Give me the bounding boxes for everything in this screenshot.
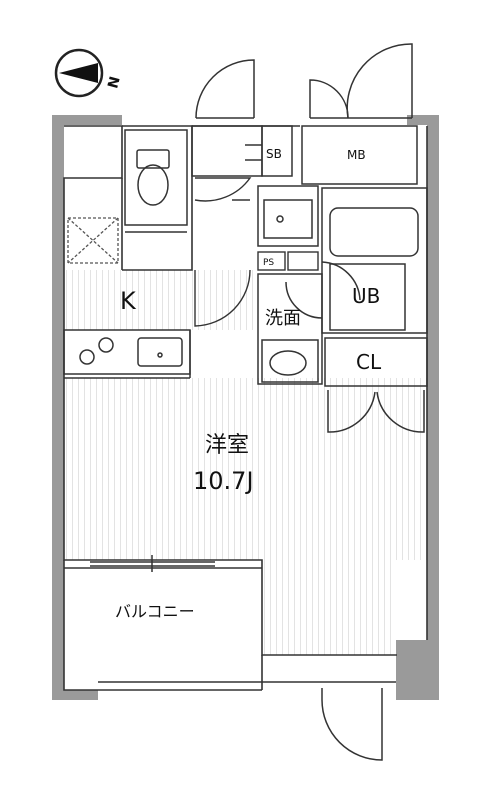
entrance-doors bbox=[195, 43, 413, 119]
unit-bath-label: UB bbox=[352, 284, 380, 308]
closet-label: CL bbox=[356, 350, 382, 374]
kitchen-label: K bbox=[120, 287, 137, 315]
refrigerator-space bbox=[67, 217, 119, 264]
hallway-doors bbox=[194, 177, 252, 327]
toilet bbox=[124, 129, 188, 233]
north-arrow-icon: N bbox=[54, 48, 124, 98]
meter-box bbox=[301, 125, 418, 185]
pipe-space bbox=[257, 251, 319, 271]
compass-letter: N bbox=[105, 75, 123, 90]
exterior-walls bbox=[52, 115, 439, 700]
wash-basin-upper bbox=[257, 185, 319, 247]
washroom-label: 洗面 bbox=[265, 308, 301, 329]
unit-bath bbox=[321, 187, 428, 334]
western-room-floor bbox=[65, 270, 427, 655]
balcony-label: バルコニー bbox=[115, 602, 195, 621]
bottom-door bbox=[321, 688, 383, 761]
western-room-size: 10.7J bbox=[193, 467, 254, 495]
closet bbox=[324, 337, 428, 433]
kitchen-counter bbox=[63, 329, 191, 379]
balcony-sash bbox=[90, 555, 215, 572]
shoe-box-label: SB bbox=[266, 147, 282, 161]
shoe-box bbox=[191, 125, 293, 177]
pipe-space-label: PS bbox=[263, 258, 274, 268]
washroom bbox=[257, 273, 323, 385]
meter-box-label: MB bbox=[347, 148, 366, 162]
western-room-label: 洋室 bbox=[205, 433, 249, 458]
